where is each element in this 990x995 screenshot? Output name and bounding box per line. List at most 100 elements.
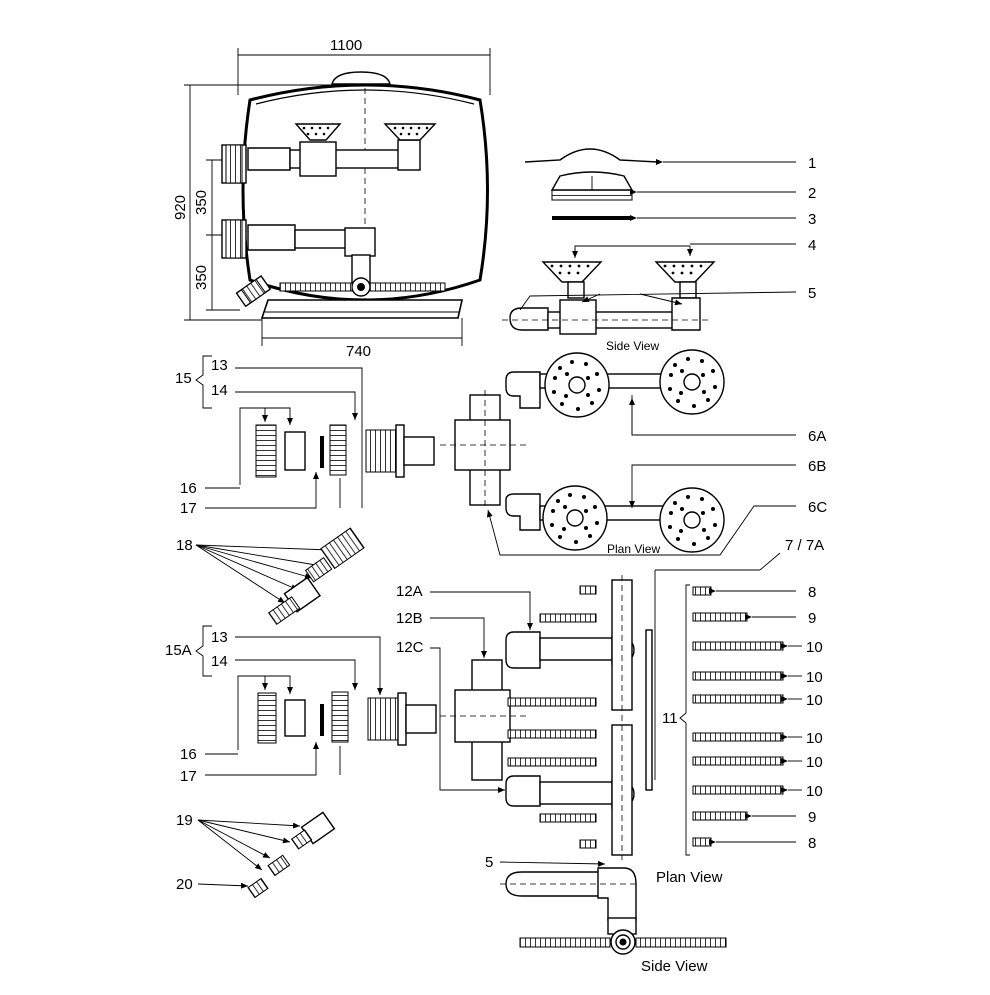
bracket-11 <box>679 584 690 856</box>
leader-13b <box>235 636 383 695</box>
part-19-thread <box>290 829 313 850</box>
leader-6b <box>629 464 796 508</box>
manifold-pipe-top <box>539 637 616 661</box>
leader-17a <box>205 472 319 509</box>
part-18-plug <box>268 596 301 626</box>
leader-20 <box>197 882 249 889</box>
label-15: 15 <box>175 370 192 387</box>
plan-diffuser-top-left-center <box>568 376 586 394</box>
height-dimension-label: 920 <box>172 195 189 220</box>
plan-diffuser-bottom-left-center <box>566 509 584 527</box>
label-13b: 13 <box>211 629 228 646</box>
manifold-elbow-bottom <box>505 775 541 807</box>
upper-elbow <box>247 147 291 171</box>
label-8b: 8 <box>808 835 816 852</box>
laterals-left <box>507 585 597 849</box>
lateral-manifold-side-view: 5 Side View <box>485 854 727 975</box>
lateral-left <box>279 282 353 292</box>
lower-elbow <box>247 224 296 251</box>
label-14a: 14 <box>211 382 228 399</box>
label-4: 4 <box>808 237 816 254</box>
leader-14b <box>235 659 358 690</box>
part-13-bulkhead-spigot <box>403 436 435 466</box>
lower-port-thread <box>225 219 243 259</box>
bulkhead-group-15: 13 14 15 16 17 <box>175 355 435 517</box>
leader-14a <box>235 391 358 420</box>
manifold-elbow-top <box>505 631 541 669</box>
label-10f: 10 <box>806 783 823 800</box>
label-1: 1 <box>808 155 816 172</box>
part-1-lid-gasket <box>524 148 659 163</box>
part-10-lateral-2 <box>692 671 784 681</box>
part-5-elbow-right <box>671 297 701 331</box>
label-6c: 6C <box>808 499 827 516</box>
plan-elbow-top <box>505 371 541 409</box>
part-19-fitting <box>267 854 291 877</box>
lower-spacing-dimension-label: 350 <box>193 265 210 290</box>
leader-17b <box>205 742 319 776</box>
label-10c: 10 <box>806 692 823 709</box>
label-16b: 16 <box>180 746 197 763</box>
label-10b: 10 <box>806 669 823 686</box>
leader-6c <box>486 505 796 556</box>
bracket-15 <box>195 355 212 409</box>
lateral-right <box>369 282 446 292</box>
upper-port-thread <box>225 144 243 184</box>
part-13b-bulkhead-flange <box>397 692 407 746</box>
leader-19d <box>197 819 263 871</box>
leader-18d <box>195 544 299 591</box>
manifold-pipe-bottom <box>539 781 616 805</box>
upper-diffuser-right <box>383 123 437 141</box>
tank-lid <box>331 71 391 85</box>
part-18-body <box>320 527 365 570</box>
side-view-elbow <box>597 867 637 921</box>
leader-16b <box>237 675 293 750</box>
leader-12b <box>430 617 487 658</box>
label-7: 7 / 7A <box>785 537 824 554</box>
part-8-lateral-short-bottom <box>692 837 712 847</box>
label-18: 18 <box>176 537 193 554</box>
part-7-sight-tube <box>645 629 653 791</box>
lower-elbow-down <box>344 227 376 257</box>
label-13a: 13 <box>211 357 228 374</box>
part-10-lateral-6 <box>692 785 784 795</box>
leader-18e <box>195 544 286 604</box>
leader-19b <box>197 819 291 844</box>
leader-18a <box>195 544 331 553</box>
leader-12a <box>430 591 533 630</box>
leader-5 <box>519 291 797 311</box>
leader-4-bracket <box>574 245 690 256</box>
diffuser-holes <box>302 126 429 136</box>
base-dimension-label: 740 <box>346 343 371 360</box>
label-16a: 16 <box>180 480 197 497</box>
part-16-washer <box>284 431 306 471</box>
plan-diffuser-top-right-center <box>683 373 701 391</box>
lateral-parts-list: 8 9 10 10 10 10 10 10 9 8 11 <box>662 584 823 856</box>
part-5-diffuser-stem-left <box>567 281 585 299</box>
leader-5-b <box>639 293 683 306</box>
part-16b-washer <box>284 699 306 737</box>
part-10-lateral-5 <box>692 756 784 766</box>
part-13-bulkhead-flange <box>395 424 405 478</box>
side-view-lateral-left <box>519 937 611 948</box>
label-17a: 17 <box>180 500 197 517</box>
label-5: 5 <box>808 285 816 302</box>
label-8a: 8 <box>808 584 816 601</box>
upper-tee <box>299 141 337 177</box>
label-10d: 10 <box>806 730 823 747</box>
leader-19a <box>197 819 301 829</box>
part-5-end-elbow <box>509 307 549 331</box>
drain-parts-19-20: 19 20 <box>176 811 336 899</box>
part-2-lid-thread <box>551 189 633 201</box>
leader-5-a <box>581 293 601 303</box>
label-9a: 9 <box>808 610 816 627</box>
part-17b-gasket <box>320 704 324 736</box>
lateral-hub-center <box>357 283 365 291</box>
label-2: 2 <box>808 185 816 202</box>
caption-plan-view-mid: Plan View <box>607 542 660 556</box>
plan-elbow-bottom <box>505 493 541 531</box>
width-dimension-label: 1100 <box>330 37 362 54</box>
label-9b: 9 <box>808 809 816 826</box>
